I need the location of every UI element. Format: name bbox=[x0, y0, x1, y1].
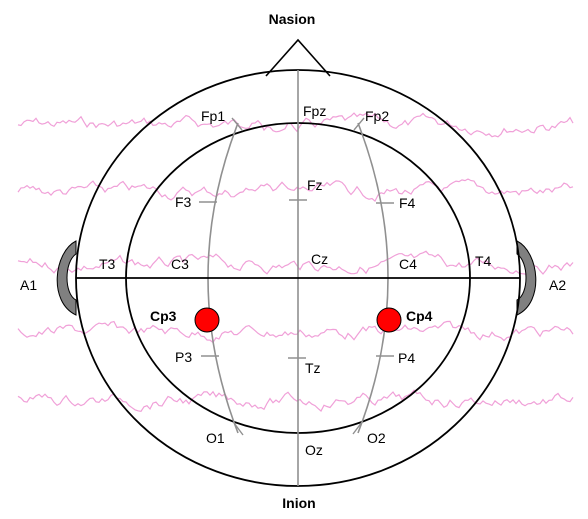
left-ear bbox=[56, 240, 77, 316]
cp4-label: Cp4 bbox=[406, 308, 433, 324]
tz-label: Tz bbox=[305, 360, 321, 376]
t3-label: T3 bbox=[99, 256, 116, 272]
eeg-trace-line bbox=[17, 320, 574, 344]
t4-label: T4 bbox=[475, 253, 492, 269]
c4-label: C4 bbox=[399, 256, 417, 272]
f3-label: F3 bbox=[175, 194, 192, 210]
cz-label: Cz bbox=[311, 251, 328, 267]
cp4-electrode bbox=[376, 307, 402, 333]
cp3-electrode bbox=[194, 307, 220, 333]
o2-label: O2 bbox=[367, 430, 386, 446]
eeg-traces bbox=[17, 112, 574, 412]
fp2-label: Fp2 bbox=[365, 108, 389, 124]
oz-label: Oz bbox=[305, 442, 323, 458]
eeg-trace-line bbox=[17, 389, 574, 412]
p3-label: P3 bbox=[175, 349, 192, 365]
eeg-trace-line bbox=[17, 178, 574, 203]
fz-label: Fz bbox=[307, 177, 323, 193]
eeg-trace-line bbox=[17, 250, 574, 278]
inion-label: Inion bbox=[282, 495, 315, 511]
eeg-trace-line bbox=[17, 112, 574, 138]
f4-label: F4 bbox=[399, 195, 416, 211]
fpz-label: Fpz bbox=[303, 103, 326, 119]
p4-label: P4 bbox=[398, 350, 415, 366]
a1-label: A1 bbox=[20, 277, 37, 293]
nose-outline bbox=[265, 38, 331, 77]
a2-label: A2 bbox=[549, 277, 566, 293]
o1-label: O1 bbox=[206, 430, 225, 446]
c3-label: C3 bbox=[171, 256, 189, 272]
electrode-ticks bbox=[199, 117, 394, 436]
fp1-label: Fp1 bbox=[201, 108, 225, 124]
nasion-label: Nasion bbox=[269, 11, 316, 27]
cp3-label: Cp3 bbox=[150, 308, 177, 324]
